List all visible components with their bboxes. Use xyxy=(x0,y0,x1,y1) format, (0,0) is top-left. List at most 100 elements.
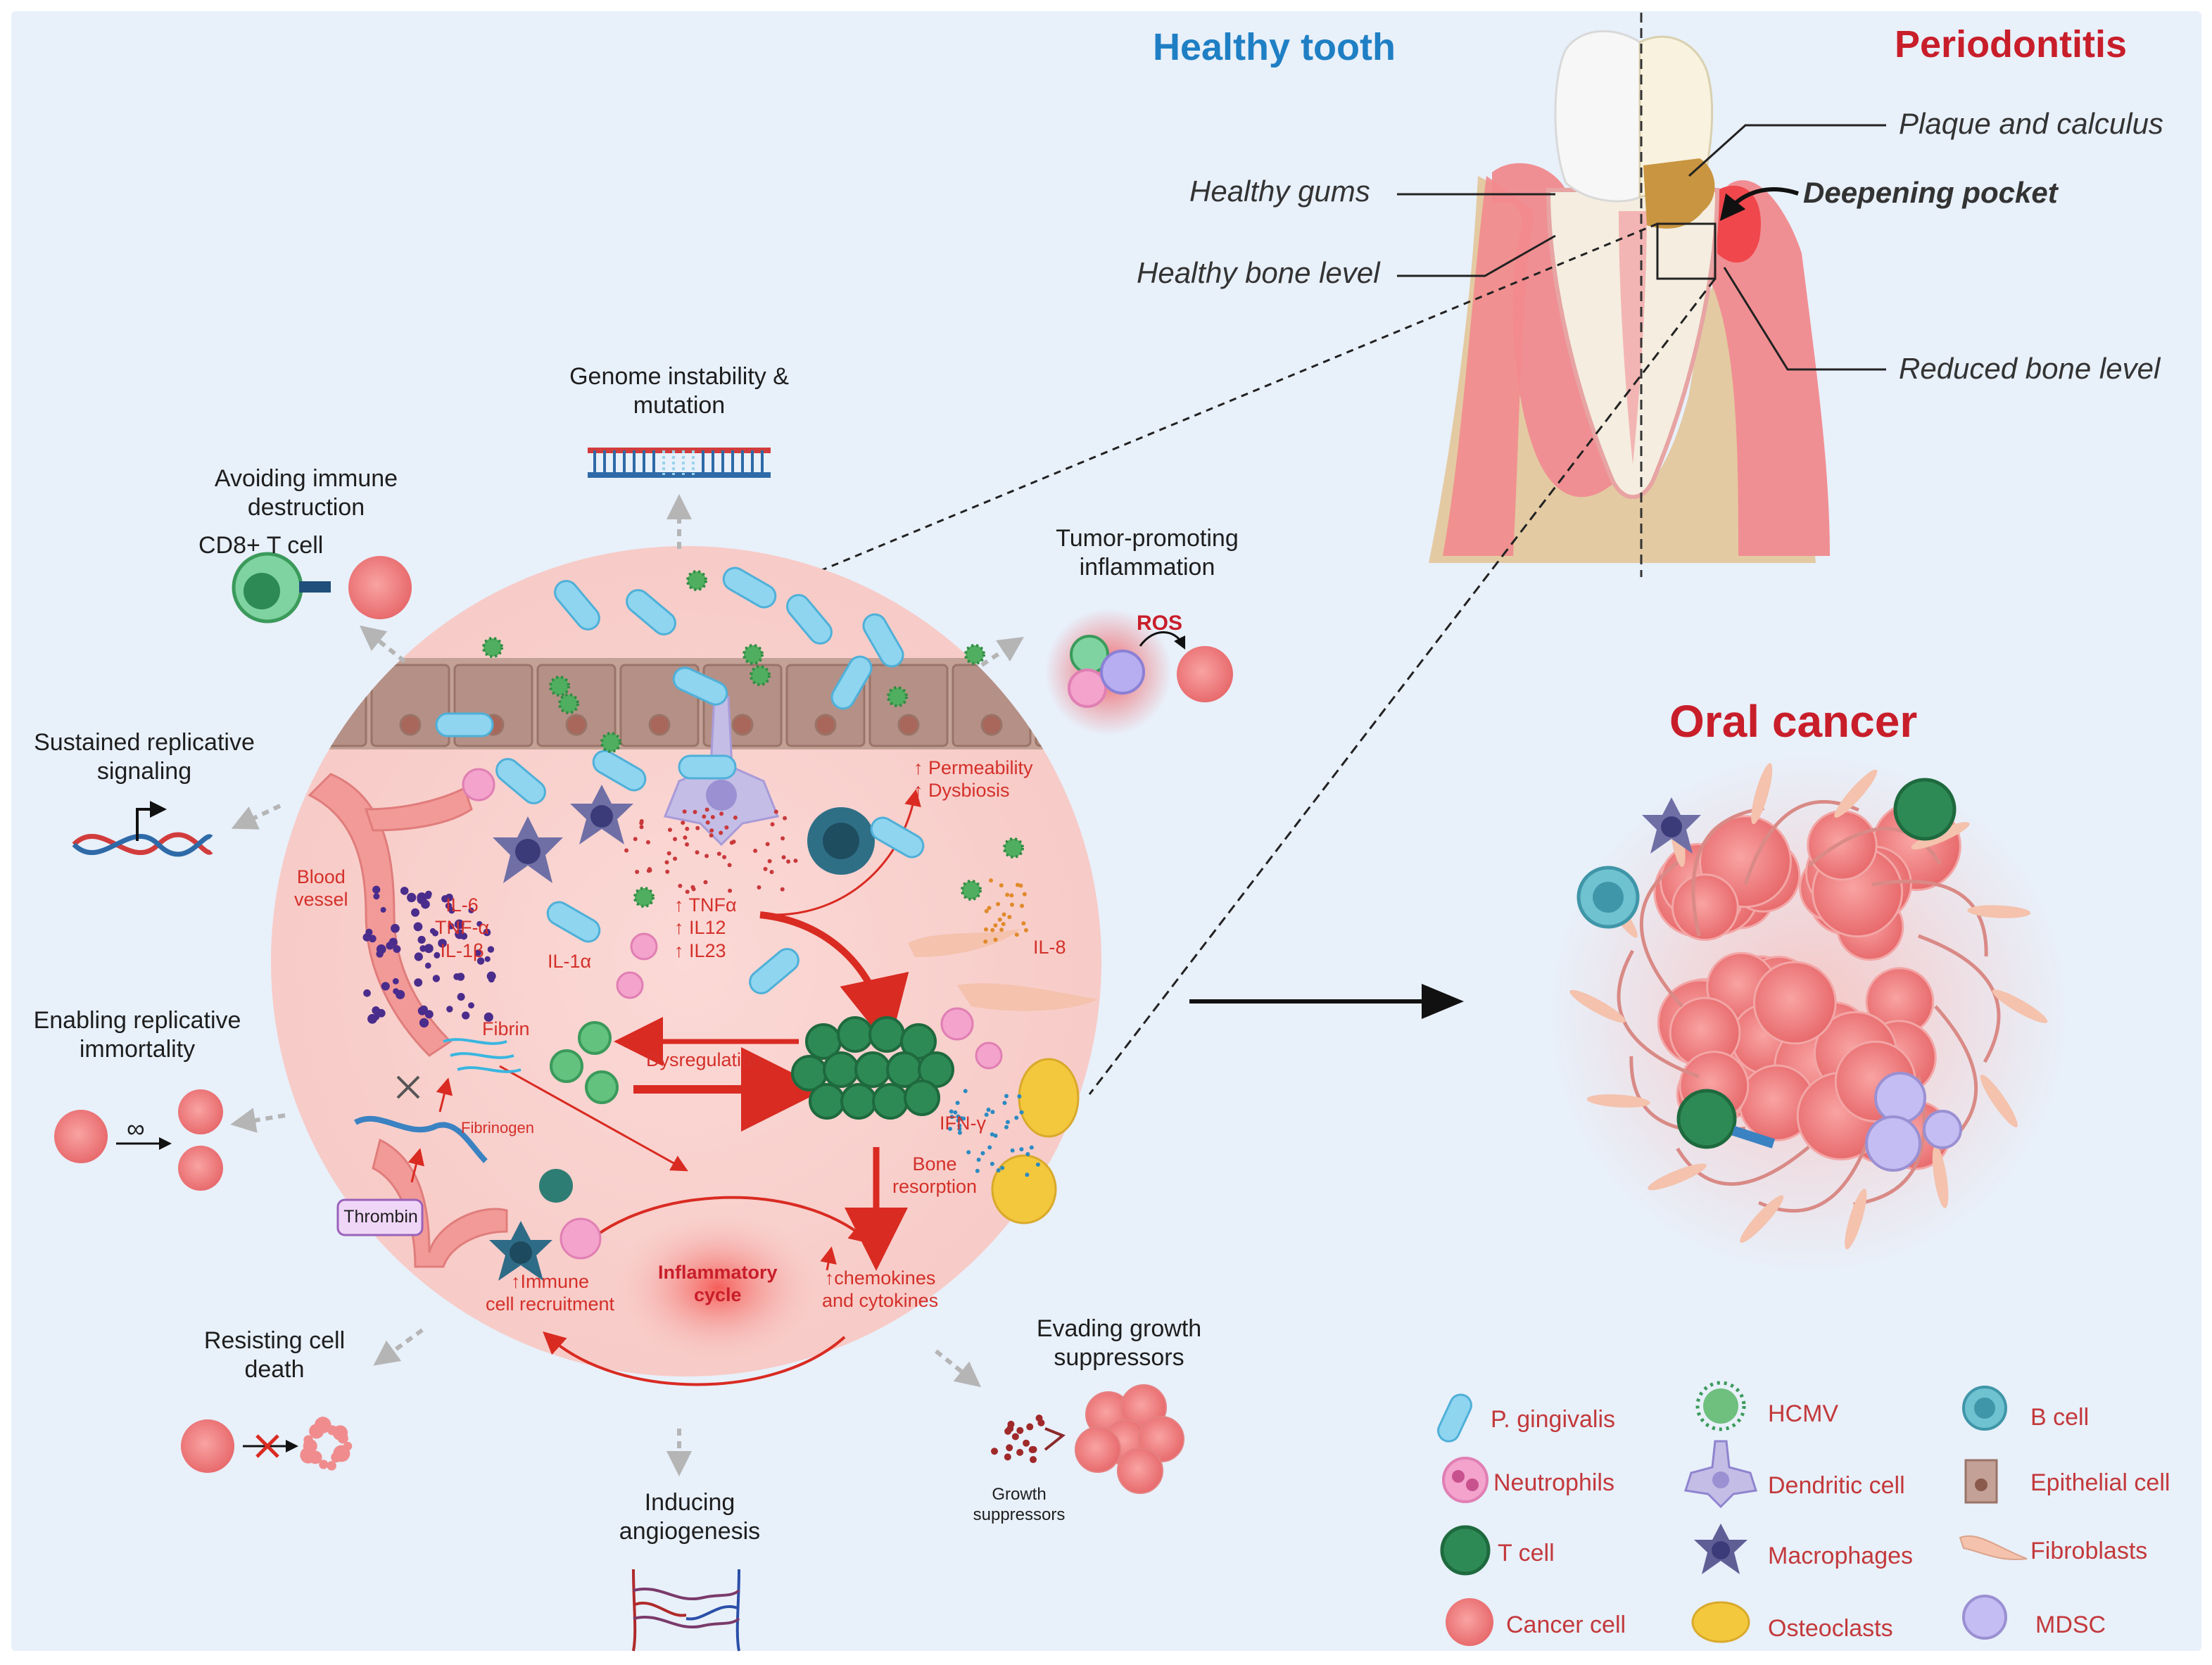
t-cell xyxy=(868,1016,905,1053)
zoom-line-bottom xyxy=(1088,278,1717,1095)
bacterium-icon xyxy=(862,613,904,668)
cytokine-dot xyxy=(753,849,758,854)
neutrophil-icon xyxy=(560,1217,602,1260)
macrophage-icon xyxy=(570,785,633,844)
epithelial-nucleus xyxy=(731,714,754,736)
cytokine-dot xyxy=(704,854,709,859)
cytokine-dot xyxy=(763,866,768,871)
blood-vessel-top xyxy=(308,773,453,1057)
cytokine-dot xyxy=(419,945,426,952)
cytokine-dot xyxy=(667,828,672,832)
cytokine-dot xyxy=(476,957,485,965)
cytokine-dot xyxy=(733,815,738,820)
cytokine-dot xyxy=(411,908,419,917)
ifn-dot xyxy=(966,1150,971,1155)
cytokine-dot xyxy=(476,920,483,927)
cytokine-dot xyxy=(487,946,495,953)
cancer-cell xyxy=(1671,873,1739,942)
inflammation-circle xyxy=(271,546,1101,1376)
ifn-dot xyxy=(1017,1094,1022,1099)
il8-dot xyxy=(987,906,992,911)
cytokine-dot xyxy=(413,922,423,932)
virus-icon xyxy=(964,644,985,665)
cytokine-dot xyxy=(434,951,441,958)
cytokine-dot xyxy=(468,1002,474,1009)
avoiding-immune-label: Avoiding immune destruction xyxy=(214,465,398,521)
cytokine-dot xyxy=(455,929,464,939)
il8-dot xyxy=(984,927,989,932)
cytokine-dot xyxy=(624,848,629,853)
infinity-symbol: ∞ xyxy=(127,1114,145,1143)
apoptotic-cell-icon xyxy=(300,1417,353,1471)
macrophage-icon xyxy=(1694,1524,1748,1574)
genome-instability-label: Genome instability & mutation xyxy=(569,363,789,419)
legend-label-bacterium: P. gingivalis xyxy=(1491,1406,1616,1433)
stromal-fiber xyxy=(1640,858,1683,1008)
ifn-dot xyxy=(1004,1125,1009,1129)
il6-label: IL-6 TNF-α IL-1β xyxy=(435,894,490,961)
t-cell xyxy=(578,1021,612,1055)
suppressor-dot xyxy=(1030,1445,1037,1453)
cytokine-dot xyxy=(664,860,669,865)
reduced-bone-label: Reduced bone level xyxy=(1899,352,2161,385)
cancer-cell-icon xyxy=(181,1419,234,1473)
apoptotic-fragment xyxy=(337,1433,348,1444)
bone-resorption-label: Bone resorption xyxy=(892,1153,978,1198)
bacterium-icon xyxy=(870,816,925,859)
cytokine-dot xyxy=(719,830,723,835)
cytokine-dot xyxy=(391,923,400,933)
mdsc-icon xyxy=(1100,650,1145,695)
ifn-dot xyxy=(1019,1147,1024,1152)
t-cell-icon xyxy=(1440,1525,1491,1576)
cytokine-dot xyxy=(705,820,710,825)
t-cell-cluster xyxy=(791,1016,954,1120)
inflammatory-cycle-glow xyxy=(612,1210,823,1365)
cytokine-dot xyxy=(678,883,683,888)
ifn-dot xyxy=(953,1110,958,1115)
cytokine-dot xyxy=(780,836,785,841)
cytokine-dot xyxy=(716,852,721,856)
cytokine-dot xyxy=(639,825,644,830)
cytokine-dot xyxy=(393,945,401,954)
thrombin-box xyxy=(336,1198,424,1236)
bacterium-icon xyxy=(722,566,777,609)
cytokine-dot xyxy=(719,811,724,816)
epithelial-nucleus xyxy=(897,714,920,736)
mdsc-icon xyxy=(1923,1110,1962,1149)
t-cell-icon xyxy=(1893,778,1957,841)
ifn-dot xyxy=(975,1168,980,1173)
cytokine-dot xyxy=(780,887,785,892)
apoptotic-fragment xyxy=(303,1435,313,1445)
ifn-dot xyxy=(990,1161,994,1166)
cytokine-dot xyxy=(724,825,729,830)
angiogenesis-vessels-icon xyxy=(632,1569,740,1652)
dendritic-cell-icon xyxy=(1684,1440,1757,1509)
virus-icon xyxy=(742,644,764,665)
cytokine-dot xyxy=(695,850,700,855)
hallmark-arrows xyxy=(230,494,1024,1476)
cytokine-dot xyxy=(377,1008,386,1018)
arrow-fibrin-to-chemo xyxy=(499,1065,688,1172)
fibroblast xyxy=(1992,989,2048,1023)
legend-label-virus: HCMV xyxy=(1768,1400,1839,1427)
il8-dot xyxy=(993,923,998,928)
cytokine-dot xyxy=(633,837,638,842)
gum-right xyxy=(1703,180,1830,556)
il8-dot xyxy=(1021,921,1026,926)
osteoclast-icon xyxy=(991,1154,1057,1224)
ifn-dot xyxy=(949,1109,954,1114)
cytokine-dot xyxy=(685,890,690,894)
arrow-thrombin-fibrinogen xyxy=(407,1148,425,1183)
cytokine-dot xyxy=(786,859,791,864)
fibrinogen-label: Fibrinogen xyxy=(461,1119,534,1137)
tooth-crown-healthy xyxy=(1554,30,1641,203)
suppressor-dot xyxy=(1011,1433,1019,1441)
legend-label-epithelial-cell: Epithelial cell xyxy=(2030,1469,2170,1496)
cytokine-dot xyxy=(767,859,772,863)
fibroblast xyxy=(1980,1075,2018,1127)
epithelial-cell xyxy=(370,664,450,747)
t-cell xyxy=(823,1051,859,1088)
scissors-icon xyxy=(396,1075,420,1099)
resisting-death-label: Resisting cell death xyxy=(203,1327,346,1383)
suppressor-dot xyxy=(1037,1419,1045,1426)
